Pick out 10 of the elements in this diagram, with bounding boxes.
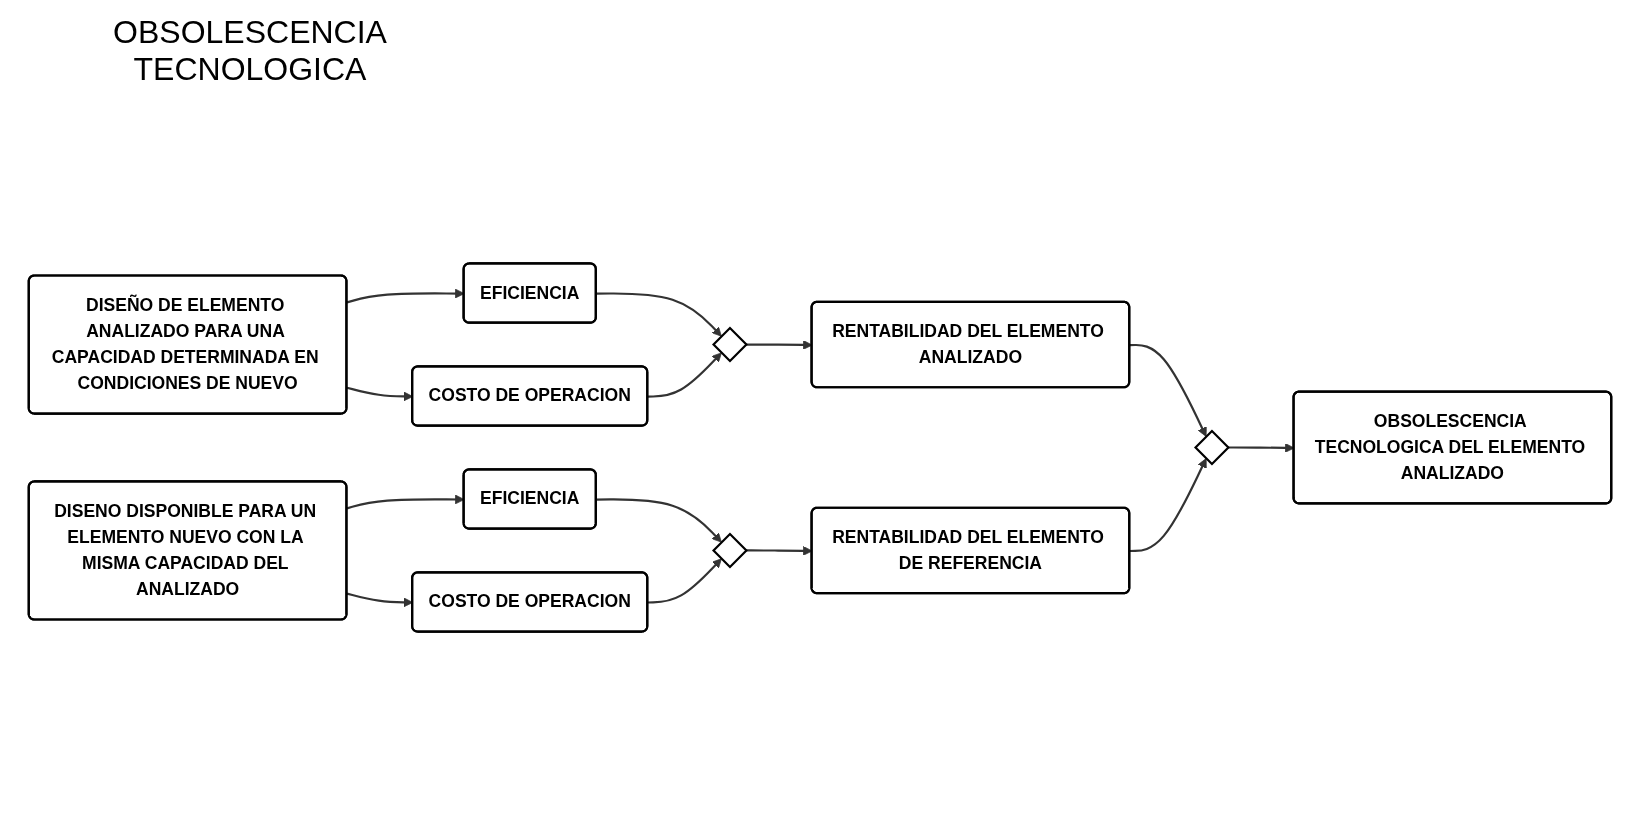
arrow — [647, 558, 722, 604]
node-diamond — [712, 532, 748, 569]
node-diamond — [712, 326, 748, 363]
arrow — [596, 292, 722, 337]
arrow — [647, 352, 722, 398]
node-diamond — [1193, 429, 1230, 466]
arrow — [1129, 458, 1207, 553]
diagram-title: OBSOLESCENCIA TECNOLOGICA — [112, 14, 388, 88]
arrow — [1129, 343, 1207, 437]
arrow — [596, 498, 722, 543]
